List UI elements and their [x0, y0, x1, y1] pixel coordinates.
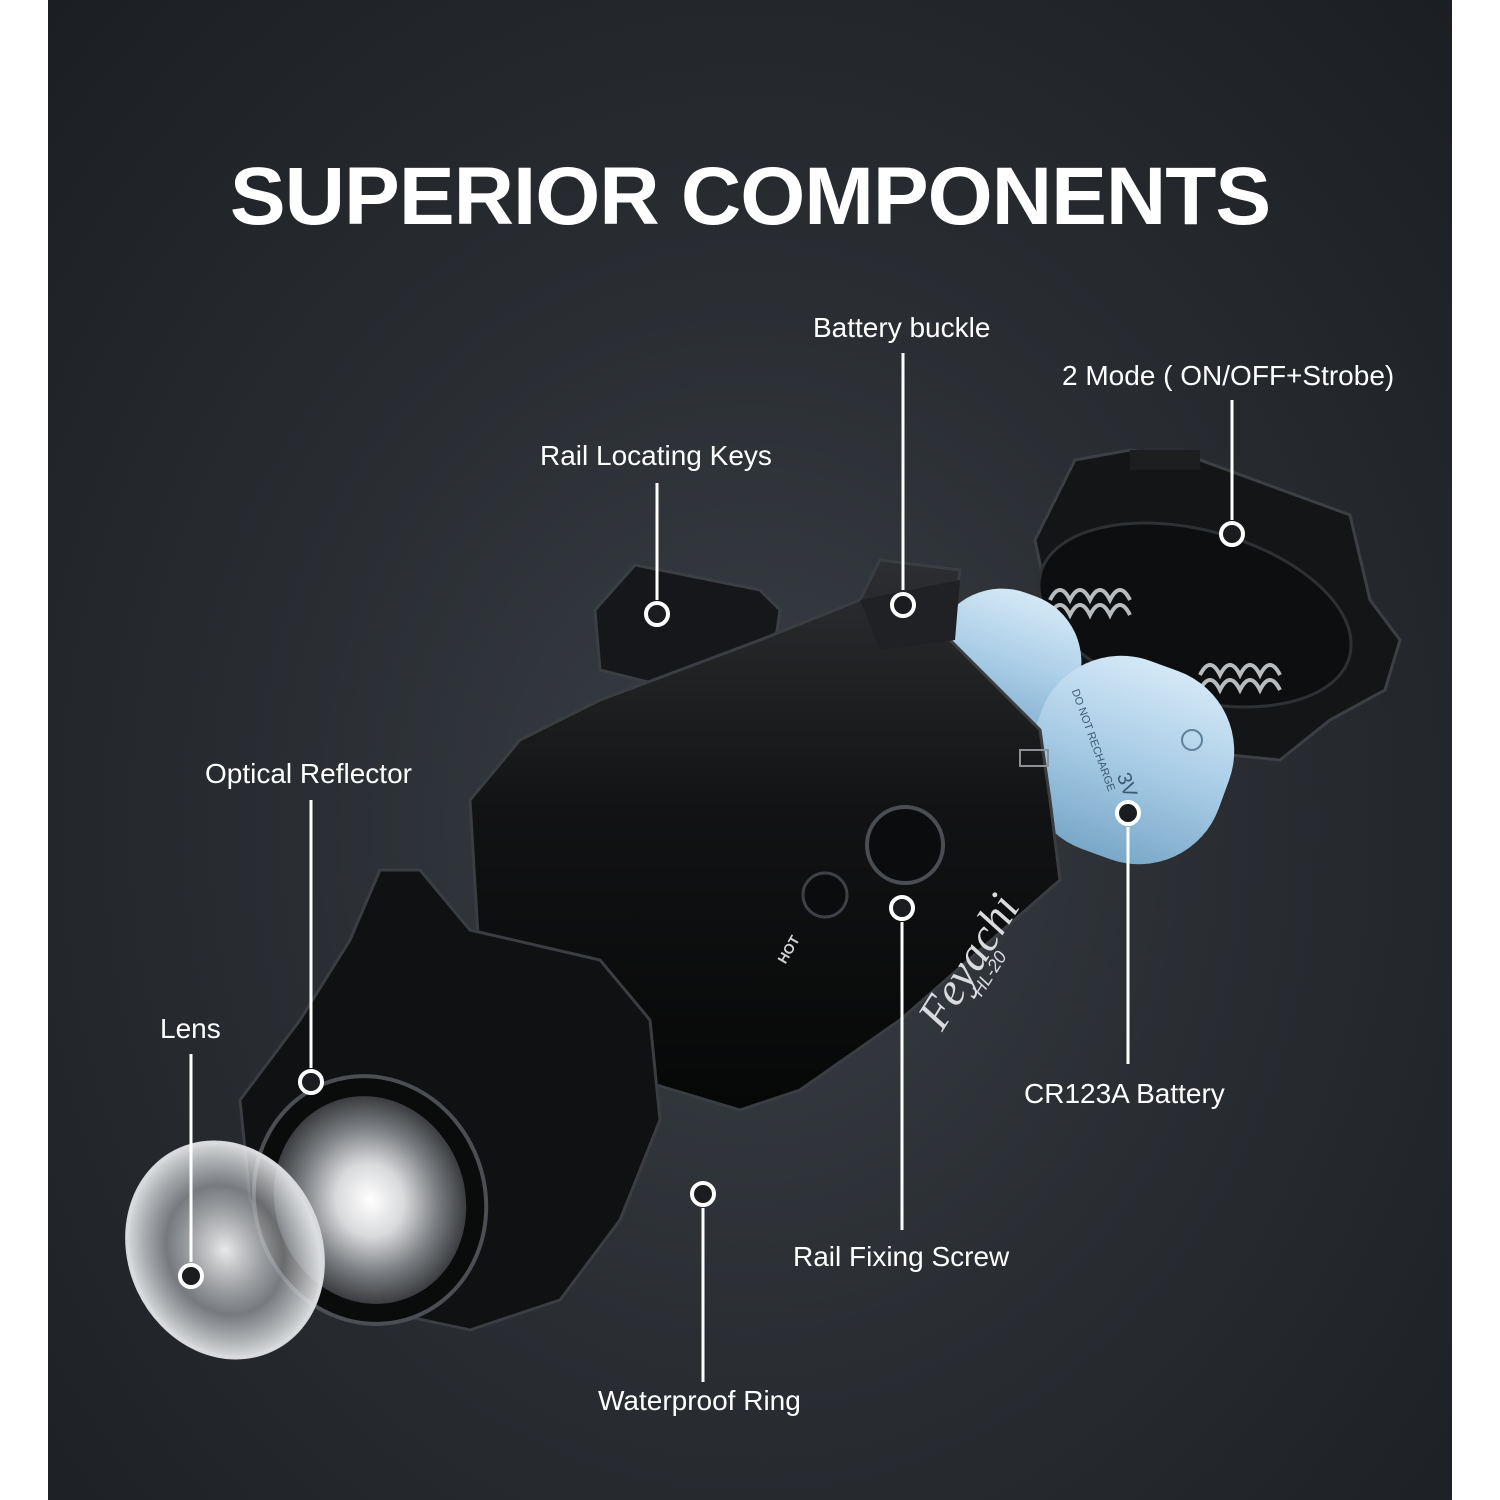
- lens-disc: [125, 1140, 325, 1360]
- callout-mode-switch: 2 Mode ( ON/OFF+Strobe): [1062, 360, 1395, 391]
- flashlight-head: [238, 868, 662, 1332]
- callout-battery-buckle: Battery buckle: [813, 312, 991, 343]
- callout-rail-locating-keys: Rail Locating Keys: [540, 440, 772, 471]
- page-headline: SUPERIOR COMPONENTS: [229, 151, 1271, 242]
- battery-springs: [1048, 588, 1282, 695]
- callout-rail-fixing-screw: Rail Fixing Screw: [793, 1241, 1010, 1272]
- callout-lens: Lens: [160, 1013, 221, 1044]
- callout-cr123a-battery: CR123A Battery: [1024, 1078, 1225, 1109]
- callout-waterproof-ring: Waterproof Ring: [598, 1385, 801, 1416]
- callout-leader-lines: [189, 353, 1234, 1382]
- callout-markers: [178, 521, 1245, 1289]
- callout-optical-reflector: Optical Reflector: [205, 758, 412, 789]
